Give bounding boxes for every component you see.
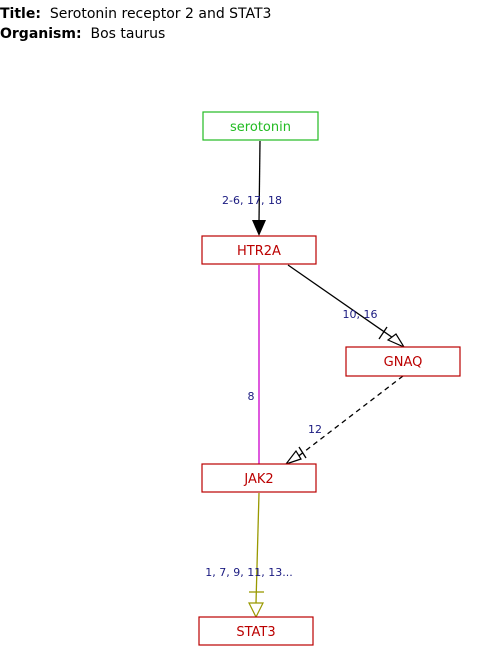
node-gnaq[interactable]: GNAQ [345, 346, 461, 377]
edge-label-gnaq-jak2: 12 [308, 423, 322, 436]
title-value: Serotonin receptor 2 and STAT3 [49, 6, 272, 22]
open-arrowhead-icon [248, 602, 264, 619]
open-arrowhead-icon [386, 333, 406, 349]
node-serotonin[interactable]: serotonin [202, 111, 319, 141]
edge-label-jak2-stat3: 1, 7, 9, 11, 13... [205, 566, 292, 579]
node-label-jak2: JAK2 [243, 472, 273, 487]
edge-jak2-stat3[interactable] [248, 492, 264, 619]
edge-gnaq-jak2[interactable] [284, 375, 404, 466]
node-jak2[interactable]: JAK2 [201, 463, 317, 493]
inhibition-bar-icon [298, 446, 307, 459]
pathway-organism: Organism: Bos taurus [0, 26, 165, 42]
edge-label-htr2a-gnaq: 10, 16 [343, 308, 378, 321]
arrowhead-icon [252, 220, 266, 236]
edge-htr2a-gnaq[interactable] [287, 264, 406, 349]
edge-label-htr2a-jak2: 8 [248, 390, 255, 403]
edge-serotonin-htr2a[interactable] [252, 140, 266, 236]
node-label-htr2a: HTR2A [237, 244, 281, 259]
inhibition-bar-icon [378, 326, 388, 340]
organism-value: Bos taurus [90, 26, 166, 42]
organism-key: Organism: [0, 26, 82, 42]
node-stat3[interactable]: STAT3 [198, 616, 314, 646]
pathway-title: Title: Serotonin receptor 2 and STAT3 [0, 6, 271, 22]
title-key: Title: [0, 6, 41, 22]
node-htr2a[interactable]: HTR2A [201, 235, 317, 265]
node-label-gnaq: GNAQ [384, 355, 423, 370]
edge-label-serotonin-htr2a: 2-6, 17, 18 [222, 194, 282, 207]
node-label-serotonin: serotonin [230, 120, 291, 135]
node-label-stat3: STAT3 [236, 625, 275, 640]
open-arrowhead-icon [284, 449, 302, 466]
